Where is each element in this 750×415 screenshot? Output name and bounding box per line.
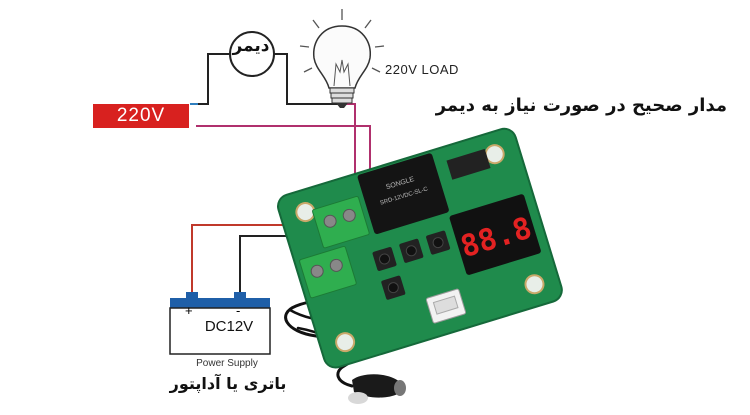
power-supply-battery xyxy=(169,292,271,355)
light-bulb-icon xyxy=(299,9,385,108)
supply-caption: باتری یا آداپتور xyxy=(169,374,287,393)
mains-wires xyxy=(190,103,371,188)
thermostat-module: SONGLE SRD-12VDC-SL-C 88.8 xyxy=(277,127,563,369)
terminal-block-power xyxy=(299,245,357,299)
load-label: 220V LOAD xyxy=(385,62,459,77)
led-display xyxy=(449,194,541,275)
supply-plus-label: + xyxy=(185,303,193,318)
supply-name-label: Power Supply xyxy=(196,358,258,369)
dimmer-symbol xyxy=(229,31,275,77)
ic-chip xyxy=(446,148,491,180)
supply-voltage-label: DC12V xyxy=(204,318,254,335)
dimmer-loop-wires xyxy=(198,53,340,105)
terminal-block-output xyxy=(312,195,370,249)
buttons xyxy=(372,230,451,300)
magenta-wire-top xyxy=(340,103,356,182)
magenta-wire-bottom xyxy=(196,125,371,188)
diagram-caption: مدار صحیح در صورت نیاز به دیمر xyxy=(435,95,727,116)
mains-voltage-badge: 220V xyxy=(93,104,189,128)
supply-minus-label: - xyxy=(236,303,241,318)
temperature-probe xyxy=(348,374,406,404)
dimmer-label: دیمر xyxy=(232,36,270,56)
relay xyxy=(357,153,449,234)
